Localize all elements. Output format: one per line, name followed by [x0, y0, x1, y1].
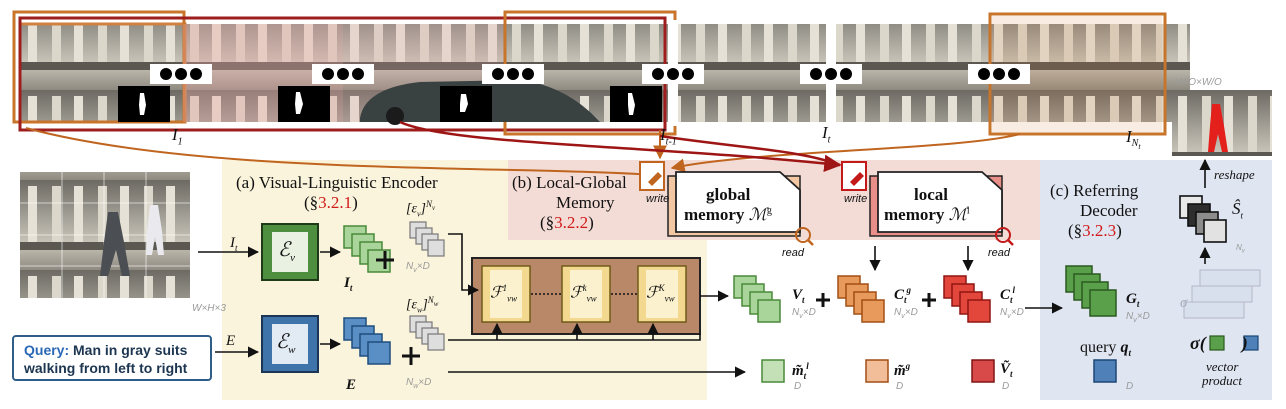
st-label: Ŝt: [1232, 199, 1244, 221]
mg-size: D: [896, 381, 904, 392]
vtilde-vector: [971, 359, 995, 383]
decoder-section: (§3.2.3): [1068, 221, 1122, 240]
gt-stack: [1065, 265, 1117, 317]
read-label-local: read: [988, 247, 1011, 259]
ew-label: ℰw: [276, 331, 296, 356]
qt-size: D: [1126, 381, 1134, 392]
fusion-1-label: ℱ1vw: [490, 283, 518, 304]
frame-n-label: INt: [1126, 127, 1141, 152]
pos-embed-v: [409, 221, 445, 257]
local-memory-line1: local: [914, 185, 948, 204]
vt-stack: [733, 275, 781, 323]
output-size-label: W/O×W/O: [1176, 77, 1222, 88]
nv-d-label: Nv×D: [406, 261, 430, 275]
global-memory-line2: memory ℳg: [684, 205, 772, 224]
it-feat-label: It: [344, 275, 353, 293]
qt-vector: [1093, 359, 1117, 383]
query-line-1: Man in gray suits: [73, 342, 188, 358]
vt-size: Nv×D: [792, 307, 816, 321]
global-memory-doc: [639, 161, 814, 246]
vt-label: Vt: [792, 287, 805, 305]
frame-t1-label: It-1: [660, 125, 677, 148]
eps-w-label: [εw]Nw: [406, 295, 439, 315]
language-feature-stack: [343, 317, 391, 365]
cl-label: Ctl: [1000, 285, 1016, 305]
visual-encoder-block: [261, 223, 319, 281]
local-memory-line2: memory ℳl: [884, 205, 970, 224]
query-prefix: Query:: [24, 342, 70, 358]
input-size-label: W×H×3: [192, 303, 226, 314]
memory-section: (§3.2.2): [540, 213, 594, 232]
st-stack: [1179, 195, 1227, 243]
frame-1-label: I1: [172, 125, 183, 148]
cl-size: Nv×D: [1000, 307, 1024, 321]
vtilde-label: Ṽt: [1000, 361, 1013, 379]
ml-vector: [761, 359, 785, 383]
write-label-local: write: [844, 193, 868, 205]
gt-size: Nv×D: [1126, 311, 1150, 325]
encoder-section: (§3.2.1): [304, 193, 358, 212]
language-encoder-block: [261, 315, 319, 373]
write-label-global: write: [646, 193, 670, 205]
e-arrow-label: E: [226, 333, 236, 349]
fusion-k-label: ℱkvw: [570, 283, 597, 304]
cl-stack: [943, 275, 991, 323]
ml-size: D: [794, 381, 802, 392]
gt-label: Gt: [1126, 291, 1140, 309]
memory-title-1: (b) Local-Global: [512, 173, 627, 192]
e-feat-label: E: [346, 377, 357, 393]
local-memory-doc: [841, 161, 1014, 246]
output-mask-image: [1172, 90, 1272, 156]
vtilde-size: D: [1002, 381, 1010, 392]
it-arrow-label: It: [230, 235, 238, 253]
decoder-title-2: Decoder: [1080, 201, 1138, 220]
sigma-label: σ(): [1190, 333, 1248, 353]
video-frames: [12, 10, 1190, 136]
vector-product-line2: product: [1202, 373, 1242, 388]
memory-title-2: Memory: [556, 193, 615, 212]
mg-vector: [865, 359, 889, 383]
pos-embed-w: [409, 315, 445, 351]
cg-label: Ctg: [894, 285, 912, 305]
encoder-title: (a) Visual-Linguistic Encoder: [236, 173, 438, 192]
query-line-2: walking from left to right: [24, 360, 188, 376]
vector-product-line1: vector: [1206, 359, 1239, 374]
mg-label: m̃g: [894, 361, 911, 379]
eps-v-label: [εv]Nv: [406, 199, 436, 219]
decoder-title-1: (c) Referring: [1050, 181, 1139, 200]
frame-t-label: It: [822, 123, 831, 146]
sigma-faded: σ: [1180, 295, 1188, 311]
cg-stack: [837, 275, 885, 323]
st-size: Nv: [1236, 243, 1245, 255]
vector-product-stack: [1183, 269, 1261, 319]
input-frame-image: [20, 172, 190, 298]
cg-size: Nv×D: [894, 307, 918, 321]
query-box: Query: Man in gray suits walking from le…: [12, 335, 212, 381]
fusion-K-label: ℱKvw: [646, 283, 675, 304]
query-word: query qt: [1080, 339, 1131, 359]
nw-d-label: Nw×D: [406, 377, 432, 391]
ml-label: m̃tl: [792, 361, 809, 381]
read-label-global: read: [782, 247, 805, 259]
global-memory-line1: global: [706, 185, 751, 204]
ev-label: ℰv: [278, 239, 295, 264]
reshape-label: reshape: [1214, 167, 1255, 182]
